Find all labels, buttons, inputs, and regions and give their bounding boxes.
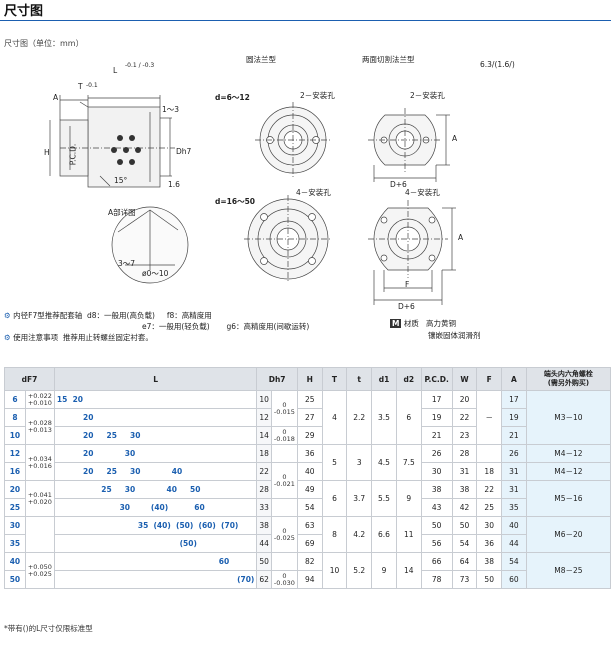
cut-flange-title: 两面切割法兰型 — [362, 55, 415, 64]
surface-finish-symbol: 6.3/(1.6/) — [480, 60, 515, 69]
table-row: 16 20 25 30 40 22 0 -0.021 40 30 31 18 3… — [4, 462, 611, 499]
col-header-t-upper: T — [321, 367, 348, 391]
table-row: 8 +0.028 +0.013 20 12 27 19 22 19 — [4, 408, 611, 445]
note-usage-caution: ⚙ 使用注意事项 推荐用止转螺丝固定衬套。 — [4, 333, 153, 342]
col-header-pcd: P.C.D. — [420, 367, 453, 391]
label-a: A — [53, 93, 59, 102]
col-header-l: L — [53, 367, 258, 391]
round-flange-title: 圆法兰型 — [246, 55, 276, 64]
label-d-plus-6-large: D+6 — [398, 302, 415, 311]
table-row: 12 +0.034 +0.016 20 30 18 36 5 3 4.5 7.5… — [4, 444, 611, 481]
table-row: 10 20 25 30 14 0 -0.018 29 21 23 21 — [4, 426, 611, 445]
col-header-w: W — [451, 367, 478, 391]
label-f: F — [405, 280, 410, 289]
label-pcd: P.C.D. — [68, 143, 78, 166]
mount-hole-4-label-cut: 4－安装孔 — [405, 188, 440, 197]
table-row: 40 +0.050 +0.025 60 50 82 10 5.2 9 14 66… — [4, 552, 611, 589]
col-header-d2: d2 — [395, 367, 422, 391]
page-title: 尺寸图 — [4, 4, 44, 19]
label-1-3: 1～3 — [162, 105, 180, 114]
label-h: H — [44, 148, 50, 157]
mount-hole-2-label: 2－安装孔 — [300, 91, 335, 100]
note-recommended-shaft-line2: e7：一般用(轻负载) g6：高精度用(间歇运转) — [142, 322, 310, 331]
drawing-caption: 尺寸图（单位：mm） — [4, 39, 84, 48]
note-material: M 材质 高力黄铜 — [390, 319, 457, 328]
spec-table: dF7 L Dh7 H T t d1 d2 P.C.D. W F A 端头内六角… — [4, 367, 611, 589]
table-row: 6 +0.022 +0.010 15 20 10 0 -0.015 25 4 2… — [4, 390, 611, 445]
col-header-h: H — [296, 367, 323, 391]
col-header-bolt: 端头内六角螺栓 (需另外购买) — [525, 367, 611, 391]
table-row: 35 (50) 44 69 56 54 36 44 — [4, 534, 611, 553]
label-l-tolerance: -0.1 / -0.3 — [125, 62, 155, 69]
label-1-6: 1.6 — [168, 180, 180, 189]
label-d-plus-6: D+6 — [390, 180, 407, 189]
note-bullet-icon: ⚙ — [4, 333, 11, 342]
col-header-t-lower: t — [346, 367, 373, 391]
label-dh7: Dh7 — [176, 147, 192, 156]
note-material-line2: 镶嵌固体润滑剂 — [428, 331, 481, 340]
label-a-cut-large: A — [458, 233, 464, 242]
mount-hole-2-label-cut: 2－安装孔 — [410, 91, 445, 100]
table-row: 25 30 (40) 60 33 54 43 42 25 35 — [4, 498, 611, 517]
col-header-dh7: Dh7 — [256, 367, 298, 391]
d-range-small: d=6～12 — [215, 93, 250, 102]
label-t-tolerance: -0.1 — [86, 82, 98, 89]
note-bullet-icon: ⚙ — [4, 311, 11, 320]
col-header-f: F — [476, 367, 503, 391]
dimension-drawing — [49, 95, 456, 305]
table-header-row: dF7 L Dh7 H T t d1 d2 P.C.D. W F A 端头内六角… — [4, 367, 611, 391]
col-header-d1: d1 — [371, 367, 397, 391]
footnote: *带有()的L尺寸仅限标准型 — [4, 624, 93, 633]
table-row: 20 +0.041 +0.020 25 30 40 50 28 49 6 3.7… — [4, 480, 611, 517]
title-divider — [0, 20, 611, 21]
table-row: 50 (70) 62 0 -0.030 94 78 73 50 60 — [4, 570, 611, 589]
label-3-7: 3～7 — [118, 259, 136, 268]
label-chamfer: ø0～10 — [142, 269, 169, 278]
label-a-cut: A — [452, 134, 458, 143]
label-t: T — [78, 82, 83, 91]
label-l: L — [113, 66, 118, 75]
col-header-d: dF7 — [4, 367, 55, 391]
mount-hole-4-label: 4－安装孔 — [296, 188, 331, 197]
col-header-a: A — [501, 367, 527, 391]
detail-a-label: A部详图 — [108, 208, 136, 217]
label-15-deg: 15° — [114, 176, 128, 185]
d-range-large: d=16～50 — [215, 197, 256, 206]
note-recommended-shaft: ⚙ 内径F7型推荐配套轴 d8：一般用(高负载) f8：高精度用 — [4, 311, 212, 320]
material-icon: M — [390, 319, 402, 328]
table-row: 30 35 (40) (50) (60) (70) 38 0 -0.025 63… — [4, 516, 611, 553]
